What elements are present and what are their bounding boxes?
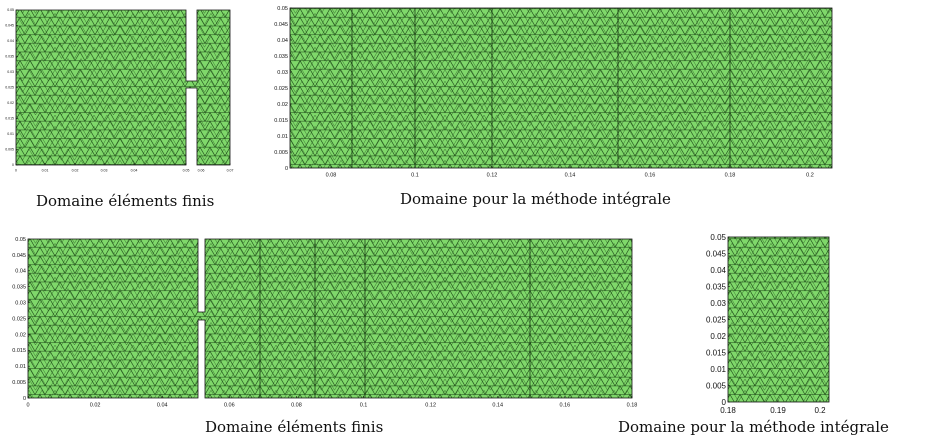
integral-domain-panel-top: 0.05 0.045 0.04 0.035 0.03 0.025 0.02 0.015 0.01… <box>260 0 840 208</box>
y-tick-label: 0.04 <box>277 38 288 44</box>
y-tick-label: 0.015 <box>5 117 14 121</box>
y-tick-label: 0.05 <box>710 233 726 242</box>
x-tick-label: 0.14 <box>492 403 503 409</box>
fe-domain-panel-wide: 0.05 0.045 0.04 0.035 0.03 0.025 0.02 0.015 0.01… <box>0 230 650 443</box>
y-tick-label: 0.015 <box>706 348 727 357</box>
x-tick-label: 0.08 <box>291 403 302 409</box>
y-tick-label: 0.03 <box>15 301 26 307</box>
y-tick-label: 0.01 <box>15 364 26 370</box>
x-tick-label: 0.06 <box>198 169 205 173</box>
integral-domain-plot-narrow: 0.05 0.045 0.04 0.035 0.03 0.025 0.02 0.015 0.01… <box>706 233 830 415</box>
y-tick-label: 0.045 <box>12 253 26 259</box>
x-tick-label: 0.1 <box>360 403 368 409</box>
x-tick-label: 0.05 <box>183 169 190 173</box>
x-tick-label: 0.2 <box>814 406 826 415</box>
y-tick-label: 0 <box>285 166 288 172</box>
y-tick-label: 0.045 <box>5 24 14 28</box>
caption-integral-domain-top: Domaine pour la méthode intégrale <box>400 190 671 208</box>
x-tick-label: 0.03 <box>101 169 108 173</box>
fe-domain-panel-small: 0.05 0.045 0.04 0.035 0.03 0.025 0.02 0.015 0.01… <box>0 0 260 210</box>
x-tick-label: 0 <box>26 403 29 409</box>
x-tick-labels: 0 0.02 0.04 0.06 0.08 0.1 0.12 0.14 0.16 0.18 <box>26 396 637 409</box>
x-tick-label: 0 <box>15 169 17 173</box>
x-tick-label: 0.02 <box>72 169 79 173</box>
x-tick-label: 0.18 <box>725 173 736 179</box>
x-tick-label: 0.12 <box>487 173 498 179</box>
y-tick-label: 0.04 <box>710 266 726 275</box>
y-tick-label: 0.02 <box>15 332 26 338</box>
x-tick-label: 0.16 <box>560 403 571 409</box>
y-tick-label: 0.03 <box>277 70 288 76</box>
x-tick-label: 0.12 <box>425 403 436 409</box>
x-tick-labels: 0 0.01 0.02 0.03 0.04 0.05 0.06 0.07 <box>15 163 233 173</box>
x-tick-label: 0.18 <box>720 406 736 415</box>
integral-domain-panel-narrow: 0.05 0.045 0.04 0.035 0.03 0.025 0.02 0.015 0.01… <box>618 230 939 443</box>
y-tick-label: 0.035 <box>12 285 26 291</box>
y-tick-label: 0.05 <box>277 6 288 12</box>
caption-fe-domain-small: Domaine éléments finis <box>36 192 215 210</box>
y-tick-label: 0.01 <box>7 132 14 136</box>
x-tick-label: 0.1 <box>411 173 419 179</box>
y-tick-label: 0.035 <box>706 282 727 291</box>
y-tick-label: 0 <box>722 398 727 407</box>
x-tick-label: 0.02 <box>90 403 101 409</box>
y-tick-labels: 0.05 0.045 0.04 0.035 0.03 0.025 0.02 0.015 0.01… <box>5 8 18 167</box>
mesh-bridge <box>186 81 197 88</box>
y-tick-label: 0.045 <box>274 22 288 28</box>
y-tick-label: 0.035 <box>5 55 14 59</box>
y-tick-label: 0.02 <box>7 101 14 105</box>
x-tick-label: 0.08 <box>326 173 337 179</box>
y-tick-label: 0.025 <box>274 86 288 92</box>
y-tick-label: 0.005 <box>5 148 14 152</box>
y-tick-label: 0.03 <box>710 299 726 308</box>
x-tick-label: 0.07 <box>227 169 234 173</box>
y-tick-label: 0.045 <box>706 249 727 258</box>
y-tick-label: 0.05 <box>7 8 14 12</box>
y-tick-label: 0.025 <box>12 316 26 322</box>
y-tick-label: 0.02 <box>710 332 726 341</box>
y-tick-label: 0.035 <box>274 54 288 60</box>
y-tick-label: 0.01 <box>277 134 288 140</box>
x-tick-label: 0.2 <box>806 173 814 179</box>
y-tick-label: 0.03 <box>7 70 14 74</box>
x-tick-labels: 0.08 0.1 0.12 0.14 0.16 0.18 0.2 <box>326 166 814 179</box>
y-tick-label: 0.015 <box>274 118 288 124</box>
y-tick-labels: 0.05 0.045 0.04 0.035 0.03 0.025 0.02 0.015 0.01… <box>274 6 292 172</box>
caption-fe-domain-wide: Domaine éléments finis <box>205 418 384 436</box>
y-tick-label: 0 <box>12 163 14 167</box>
x-tick-label: 0.19 <box>770 406 786 415</box>
y-tick-label: 0.005 <box>274 150 288 156</box>
x-tick-label: 0.01 <box>42 169 49 173</box>
y-tick-label: 0.025 <box>706 315 727 324</box>
y-tick-labels: 0.05 0.045 0.04 0.035 0.03 0.025 0.02 0.015 0.01… <box>706 233 730 407</box>
y-tick-label: 0.05 <box>15 237 26 243</box>
y-tick-label: 0.02 <box>277 102 288 108</box>
y-tick-label: 0.04 <box>15 269 26 275</box>
integral-domain-plot-top: 0.05 0.045 0.04 0.035 0.03 0.025 0.02 0.015 0.01… <box>274 6 833 179</box>
caption-integral-domain-narrow: Domaine pour la méthode intégrale <box>618 418 889 436</box>
fe-domain-plot-small: 0.05 0.045 0.04 0.035 0.03 0.025 0.02 0.015 0.01… <box>5 8 233 173</box>
x-tick-label: 0.16 <box>645 173 656 179</box>
y-tick-label: 0.01 <box>710 365 726 374</box>
x-tick-labels: 0.18 0.19 0.2 <box>720 400 826 415</box>
y-tick-label: 0.025 <box>5 86 14 90</box>
y-tick-label: 0 <box>23 396 26 402</box>
y-tick-labels: 0.05 0.045 0.04 0.035 0.03 0.025 0.02 0.015 0.01… <box>12 237 30 402</box>
mesh-bridge <box>198 312 205 320</box>
x-tick-label: 0.04 <box>157 403 168 409</box>
x-tick-label: 0.14 <box>565 173 576 179</box>
x-tick-label: 0.06 <box>224 403 235 409</box>
y-tick-label: 0.005 <box>706 381 727 390</box>
x-tick-label: 0.04 <box>131 169 138 173</box>
y-tick-label: 0.015 <box>12 348 26 354</box>
y-tick-label: 0.005 <box>12 380 26 386</box>
x-tick-label: 0.18 <box>627 403 638 409</box>
y-tick-label: 0.04 <box>7 39 14 43</box>
fe-domain-plot-wide: 0.05 0.045 0.04 0.035 0.03 0.025 0.02 0.015 0.01… <box>12 237 637 409</box>
